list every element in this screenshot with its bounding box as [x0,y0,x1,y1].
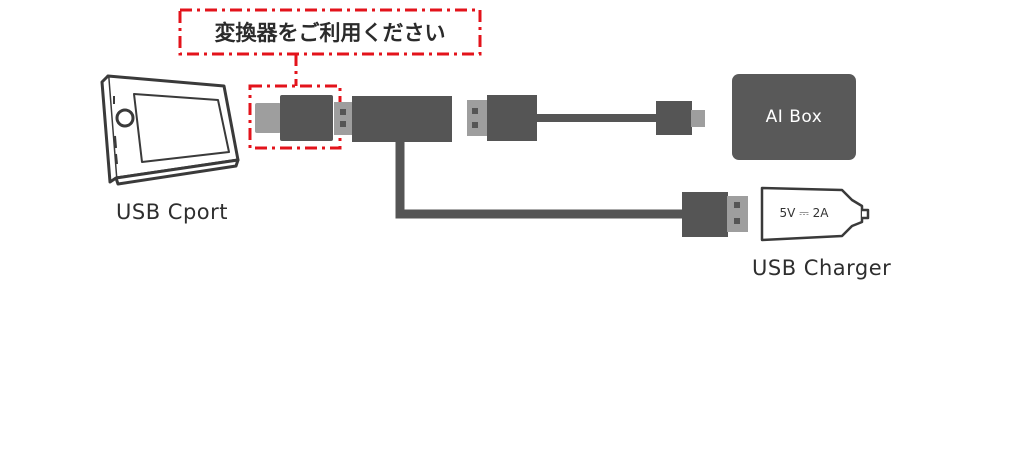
usb-c-tip [255,103,281,133]
ai-box [732,74,856,160]
splitter-body [352,96,452,142]
usb-converter[interactable] [280,95,333,141]
usb-a-connector-body [487,95,537,141]
charger-plug-body [682,192,728,237]
converter-highlight [248,84,342,150]
charger-cable [395,140,684,219]
ai-box-plug [656,101,692,135]
car-charger-icon [760,186,870,242]
charger-plug-tip [727,196,748,232]
ai-box-label: AI Box [765,107,823,127]
charger-label: USB Charger [752,256,892,280]
car-head-unit-icon [100,74,240,186]
ai-box-plug-tip [691,110,705,127]
usb-a-plug-right [467,100,488,136]
head-unit-label: USB Cport [116,200,228,224]
usb-a-plug-left [334,102,354,135]
callout-note: 変換器をご利用ください [214,21,446,45]
charger-rating-label: 5V ⎓ 2A [779,205,829,220]
